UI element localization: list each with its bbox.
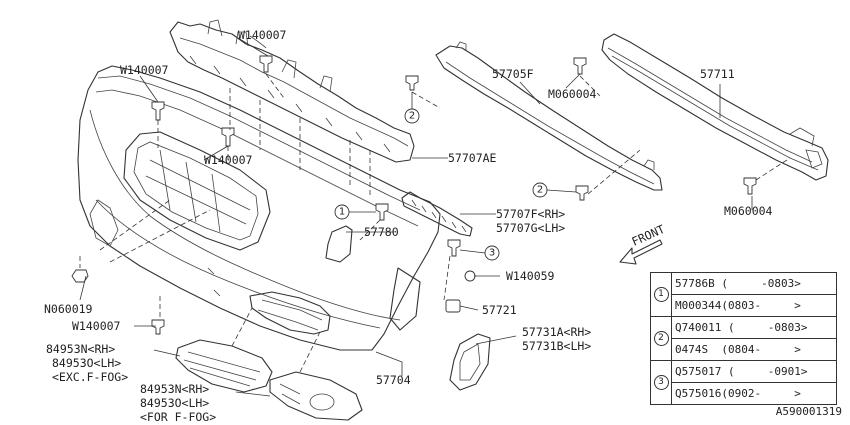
callout-2-top: 2 — [404, 92, 420, 124]
label-57721: 57721 — [482, 303, 517, 317]
absorber-57705f — [435, 41, 663, 191]
fog-cover-exc — [175, 339, 273, 393]
front-arrow: FRONT — [619, 222, 667, 265]
label-57731a: 57731A<RH> — [522, 325, 591, 339]
bumper-face-57704 — [77, 65, 441, 351]
label-57707ae: 57707AE — [448, 151, 497, 165]
bracket-57707f — [401, 191, 473, 237]
label-57707g: 57707G<LH> — [496, 221, 565, 235]
cover-57780 — [325, 225, 353, 263]
label-w140007-left: W140007 — [120, 63, 169, 77]
label-84953n-exc: 84953N<RH> — [46, 342, 115, 356]
label-n060019: N060019 — [44, 302, 93, 316]
callout-3: 3 — [459, 245, 500, 261]
legend-number-2: 2 — [653, 331, 669, 346]
label-84953o-for: 84953O<LH> — [140, 396, 209, 410]
bumper-beam-57707ae — [169, 19, 415, 163]
label-exc-ffog: <EXC.F-FOG> — [52, 370, 128, 384]
legend-row: Q575016(0902- > — [675, 387, 801, 400]
label-57705f: 57705F — [492, 67, 534, 81]
bolt-w140007-mid — [221, 127, 235, 147]
legend-group-3: 3 Q575017 ( -0901> Q575016(0902- > — [651, 361, 836, 404]
label-w140007-bottom: W140007 — [72, 319, 121, 333]
legend-row: 57786B ( -0803> — [672, 273, 836, 295]
label-w140059: W140059 — [506, 269, 555, 283]
bolt-w140007-top — [259, 55, 273, 73]
label-57711: 57711 — [700, 67, 735, 81]
legend-row: Q740011 ( -0803> — [672, 317, 836, 339]
nut-w140059 — [464, 270, 476, 282]
legend-row: M000344(0803- > — [675, 299, 801, 312]
label-57704: 57704 — [376, 373, 411, 387]
bolt-w140007-bottom — [151, 319, 165, 335]
label-w140007-mid: W140007 — [204, 153, 253, 167]
legend-row: Q575017 ( -0901> — [672, 361, 836, 383]
label-57780: 57780 — [364, 225, 399, 239]
bolt-w140007-left — [151, 101, 165, 121]
label-for-ffog: <FOR F-FOG> — [140, 410, 216, 424]
callout-2-top-number: 2 — [409, 111, 415, 122]
bolt-m060004-right — [743, 177, 757, 195]
legend-group-1: 1 57786B ( -0803> M000344(0803- > — [651, 273, 836, 317]
bolt-callout3 — [447, 239, 461, 257]
callout-2-mid-number: 2 — [537, 185, 543, 196]
fog-cover-for — [269, 371, 363, 421]
label-57731b: 57731B<LH> — [522, 339, 591, 353]
callout-1: 1 — [334, 204, 376, 220]
bolt-callout2-top — [405, 75, 419, 91]
diagram-code: A590001319 — [775, 405, 842, 418]
label-m060004-right: M060004 — [724, 204, 773, 218]
reinforcement-57711 — [601, 33, 829, 181]
label-84953o-exc: 84953O<LH> — [52, 356, 121, 370]
callout-1-number: 1 — [339, 207, 345, 218]
legend-group-2: 2 Q740011 ( -0803> 0474S (0804- > — [651, 317, 836, 361]
bolt-callout1 — [375, 203, 389, 221]
legend-table: 1 57786B ( -0803> M000344(0803- > 2 Q740… — [650, 272, 837, 405]
label-57707f: 57707F<RH> — [496, 207, 565, 221]
callout-3-number: 3 — [489, 248, 495, 259]
label-84953n-for: 84953N<RH> — [140, 382, 209, 396]
bolt-callout2-mid — [575, 185, 589, 201]
nut-n060019 — [71, 269, 89, 283]
clip-57721 — [445, 299, 461, 313]
label-m060004-top: M060004 — [548, 87, 597, 101]
legend-row: 0474S (0804- > — [675, 343, 801, 356]
bolt-m060004-top — [573, 57, 587, 75]
legend-number-3: 3 — [653, 375, 669, 390]
label-w140007-top: W140007 — [238, 28, 287, 42]
callout-2-mid: 2 — [532, 182, 577, 198]
legend-number-1: 1 — [653, 287, 669, 302]
